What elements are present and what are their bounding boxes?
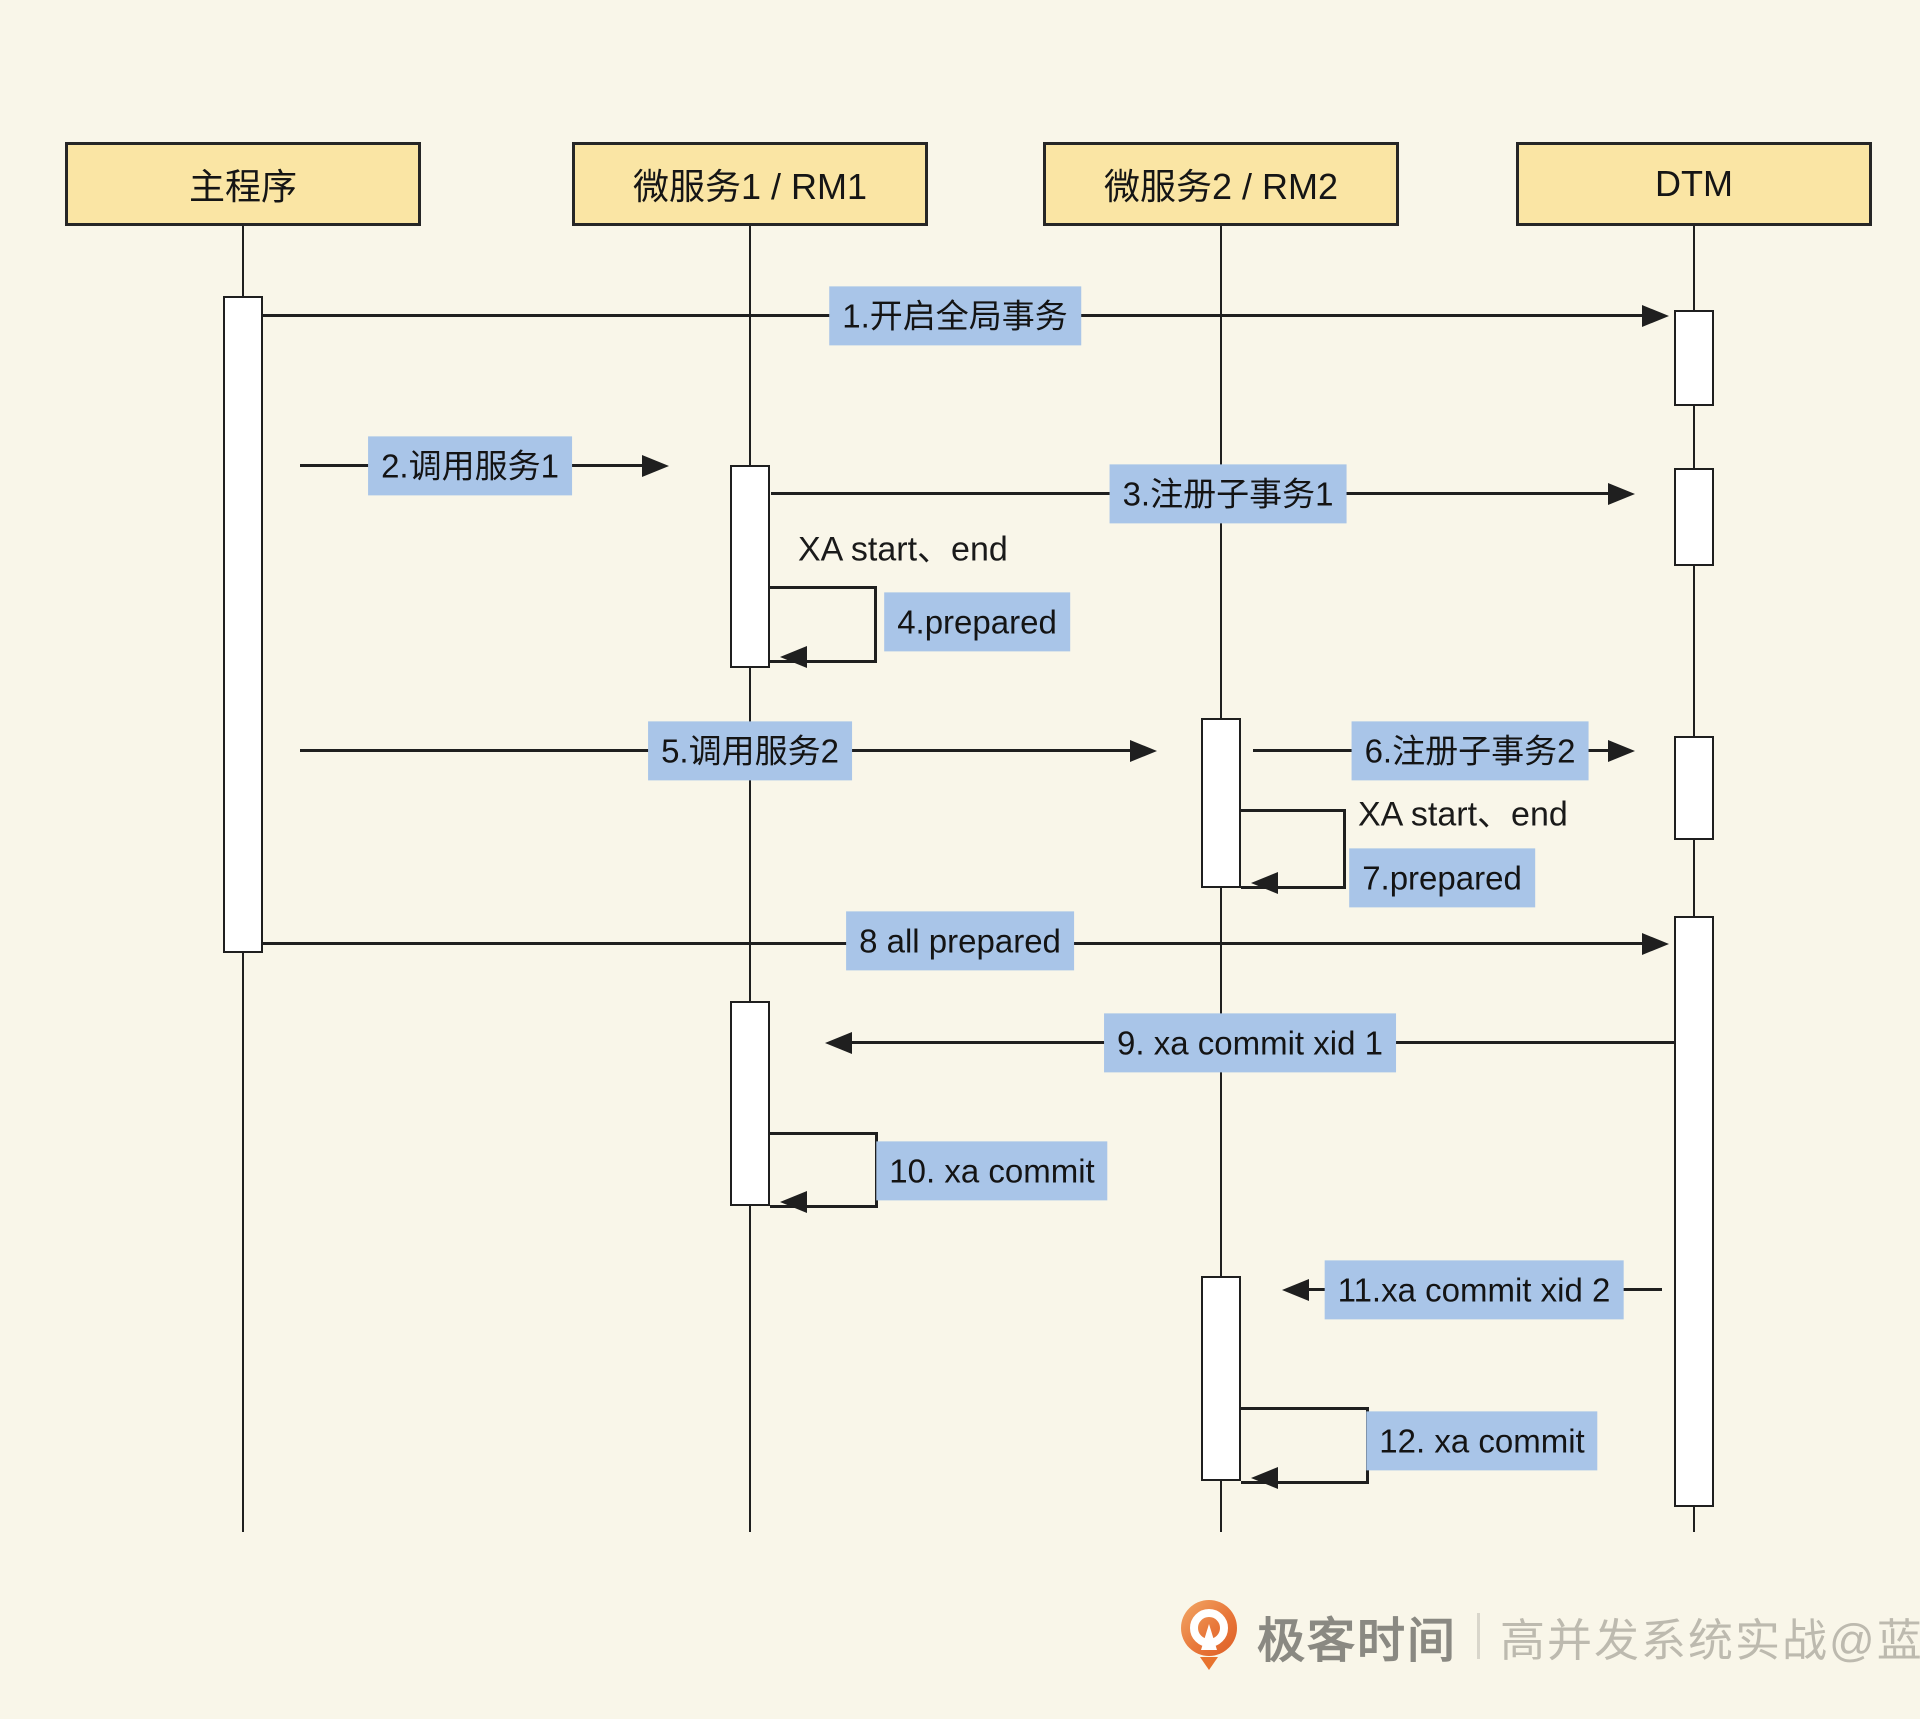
arrow-12-head-icon xyxy=(1251,1467,1278,1489)
arrow-4-head-icon xyxy=(780,646,807,668)
activation-dtm-3 xyxy=(1674,736,1714,840)
activation-main xyxy=(223,296,263,953)
loop-4 xyxy=(770,586,877,663)
message-11-label: 11.xa commit xid 2 xyxy=(1324,1260,1624,1320)
activation-service2-2 xyxy=(1201,1276,1241,1481)
message-8-label: 8 all prepared xyxy=(846,911,1074,971)
message-9-label: 9. xa commit xid 1 xyxy=(1104,1013,1396,1073)
participant-main: 主程序 xyxy=(65,142,421,226)
note-xa-1: XA start、end xyxy=(798,530,1008,569)
activation-dtm-2 xyxy=(1674,468,1714,566)
activation-service1-1 xyxy=(730,465,770,668)
arrow-3-head-icon xyxy=(1608,483,1635,505)
loop-7 xyxy=(1241,809,1346,889)
message-3-label: 3.注册子事务1 xyxy=(1109,464,1347,524)
arrow-6-head-icon xyxy=(1608,740,1635,762)
arrow-11-head-icon xyxy=(1282,1279,1309,1301)
lifeline-service1 xyxy=(749,226,751,1532)
message-10-label: 10. xa commit xyxy=(876,1141,1108,1201)
logo-wedge xyxy=(1201,1624,1217,1650)
arrow-10-head-icon xyxy=(780,1191,807,1213)
activation-service1-2 xyxy=(730,1001,770,1206)
message-5-label: 5.调用服务2 xyxy=(648,721,852,781)
activation-dtm-1 xyxy=(1674,310,1714,406)
logo-tail xyxy=(1200,1657,1218,1670)
message-12-label: 12. xa commit xyxy=(1366,1411,1598,1471)
footer-divider xyxy=(1477,1613,1481,1659)
activation-service2-1 xyxy=(1201,718,1241,888)
participant-service2: 微服务2 / RM2 xyxy=(1043,142,1399,226)
arrow-8-head-icon xyxy=(1642,933,1669,955)
arrow-7-head-icon xyxy=(1251,872,1278,894)
arrow-5-head-icon xyxy=(1130,740,1157,762)
message-2-label: 2.调用服务1 xyxy=(368,436,572,496)
message-7-label: 7.prepared xyxy=(1349,848,1535,908)
lifeline-dtm xyxy=(1693,226,1695,1532)
arrow-9-head-icon xyxy=(825,1032,852,1054)
participant-dtm: DTM xyxy=(1516,142,1872,226)
brand-text: 极客时间 xyxy=(1257,1615,1458,1668)
message-4-label: 4.prepared xyxy=(884,592,1070,652)
footer-watermark: 极客时间 高并发系统实战@蓝天 xyxy=(1181,1600,1920,1672)
message-1-label: 1.开启全局事务 xyxy=(829,286,1081,346)
participant-service1: 微服务1 / RM1 xyxy=(572,142,928,226)
activation-dtm-4 xyxy=(1674,916,1714,1507)
message-6-label: 6.注册子事务2 xyxy=(1351,721,1589,781)
credit-text: 高并发系统实战@蓝天 xyxy=(1500,1614,1920,1666)
geektime-logo-icon xyxy=(1181,1600,1237,1672)
arrow-2-head-icon xyxy=(642,455,669,477)
arrow-1-head-icon xyxy=(1642,305,1669,327)
note-xa-2: XA start、end xyxy=(1358,795,1568,834)
